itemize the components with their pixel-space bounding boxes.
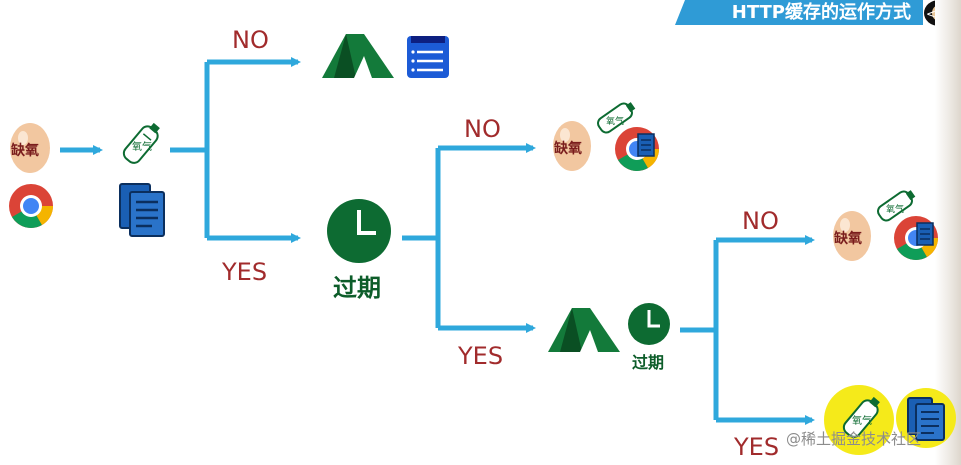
label-yes-1: YES [222,258,268,286]
banner-title: HTTP缓存的运作方式 [731,2,911,23]
egg-label: 缺氧 [554,141,582,157]
title-banner: HTTP缓存的运作方式 [675,0,923,25]
watermark: @稀土掘金技术社区 [786,430,922,448]
oxygen-bottle-icon: 氧气 [590,98,640,138]
right-edge-shade [935,0,961,465]
svg-text:<: < [926,7,936,21]
tent-icon [320,30,396,80]
egg-icon: 缺氧 [552,118,592,172]
label-yes-3: YES [734,433,780,461]
egg-icon: 缺氧 [832,208,872,262]
tent-icon [546,304,622,354]
egg-label: 缺氧 [834,231,862,247]
expired-label-1: 过期 [333,274,381,302]
egg-icon: 缺氧 [8,120,52,174]
oxygen-bottle-icon: 氧气 [832,392,888,444]
server-icon [405,34,451,80]
label-no-2: NO [464,115,501,143]
egg-label: 缺氧 [11,143,39,159]
document-icon [906,396,946,442]
chrome-icon [8,183,54,229]
clock-icon [326,198,392,264]
oxygen-bottle-icon: 氧气 [870,186,920,226]
bottle-label: 氧气 [886,203,904,215]
chrome-icon [614,126,660,172]
expired-label-2: 过期 [632,353,665,372]
bottle-label: 氧气 [606,115,624,127]
bottle-label: 氧气 [132,140,152,153]
bottle-label: 氧气 [852,414,872,427]
chrome-icon [893,215,939,261]
label-yes-2: YES [458,342,504,370]
label-no-3: NO [742,207,779,235]
label-no-1: NO [232,26,269,54]
oxygen-bottle-icon: 氧气 [112,118,168,170]
clock-icon [627,302,671,346]
document-icon [118,182,168,238]
